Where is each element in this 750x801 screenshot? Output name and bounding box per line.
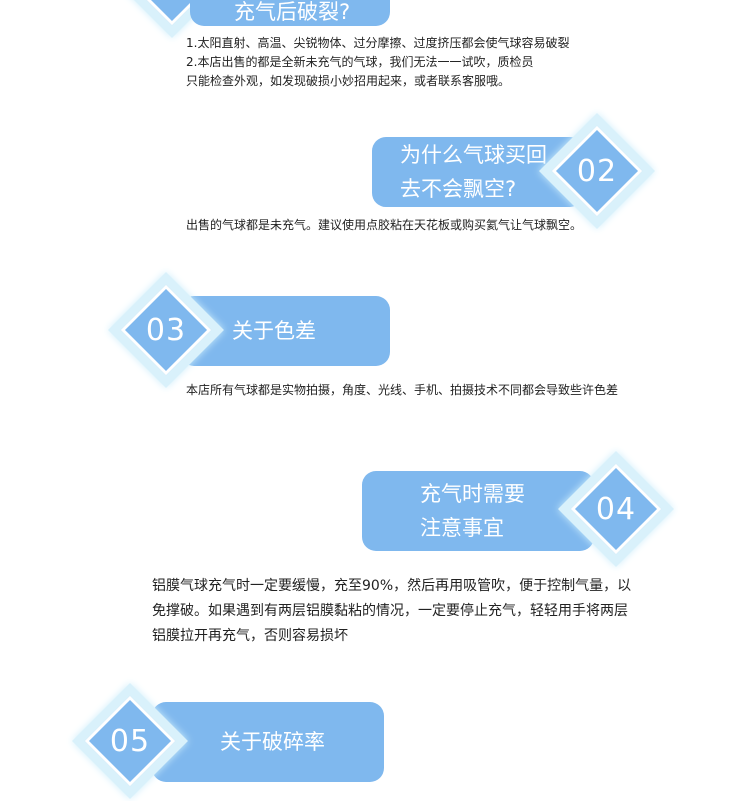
section-05-title-box: 关于破碎率 (152, 702, 384, 782)
section-03-title-box: 关于色差 (180, 296, 390, 366)
section-01-body: 1.太阳直射、高温、尖锐物体、过分摩擦、过度挤压都会使气球容易破裂 2.本店出售… (186, 34, 569, 91)
section-04-title-line-2: 注意事宜 (420, 516, 504, 540)
section-04-title-line-1: 充气时需要 (420, 482, 525, 506)
section-01-body-line-2: 2.本店出售的都是全新未充气的气球，我们无法一一试吹，质检员 (186, 55, 534, 69)
section-02-number: 02 (576, 153, 618, 189)
section-03-body: 本店所有气球都是实物拍摄，角度、光线、手机、拍摄技术不同都会导致些许色差 (186, 381, 618, 400)
section-02-badge: 02 (537, 111, 657, 231)
section-03-number: 03 (145, 312, 187, 348)
section-03-body-line-1: 本店所有气球都是实物拍摄，角度、光线、手机、拍摄技术不同都会导致些许色差 (186, 383, 619, 397)
section-01-title-box: 充气后破裂? (190, 0, 390, 26)
section-04-body: 铝膜气球充气时一定要缓慢，充至90%，然后再用吸管吹，便于控制气量，以 免撑破。… (152, 574, 631, 649)
section-04-body-line-2: 免撑破。如果遇到有两层铝膜黏粘的情况，一定要停止充气，轻轻用手将两层 (152, 603, 628, 619)
section-04-body-line-3: 铝膜拉开再充气，否则容易损坏 (152, 628, 348, 644)
section-02-body-line-1: 出售的气球都是未充气。建议使用点胶粘在天花板或购买氦气让气球飘空。 (186, 218, 583, 232)
section-02-title-line-2: 去不会飘空? (400, 177, 517, 201)
section-03-title-line-1: 关于色差 (232, 319, 316, 343)
section-04-body-line-1: 铝膜气球充气时一定要缓慢，充至90%，然后再用吸管吹，便于控制气量，以 (152, 578, 632, 594)
section-02-title-line-1: 为什么气球买回 (400, 143, 547, 167)
section-02-body: 出售的气球都是未充气。建议使用点胶粘在天花板或购买氦气让气球飘空。 (186, 216, 582, 235)
section-04-badge: 04 (556, 449, 676, 569)
section-01-body-line-3: 只能检查外观，如发现破损小妙招用起来，或者联系客服哦。 (186, 74, 511, 88)
section-04-number: 04 (595, 491, 637, 527)
section-01-body-line-1: 1.太阳直射、高温、尖锐物体、过分摩擦、过度挤压都会使气球容易破裂 (186, 36, 570, 50)
section-04-title-box: 充气时需要 注意事宜 (362, 471, 594, 551)
section-05-title-line-1: 关于破碎率 (220, 730, 325, 754)
section-05-number: 05 (109, 723, 151, 759)
section-01-title-line-1: 充气后破裂? (234, 0, 351, 24)
section-05-badge: 05 (70, 681, 190, 801)
section-03-badge: 03 (106, 270, 226, 390)
